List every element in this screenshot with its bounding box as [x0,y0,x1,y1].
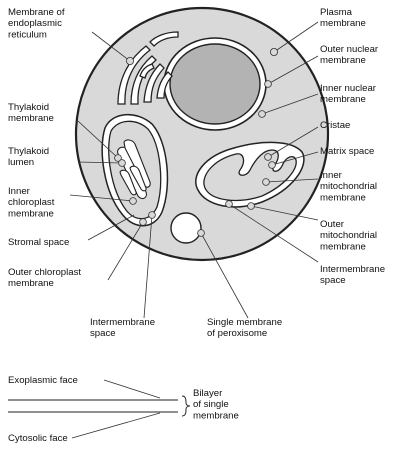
peroxisome [171,213,201,243]
label-exoplasmic-face: Exoplasmic face [8,375,78,386]
label-outer-nuclear-membrane-line: membrane [320,55,366,66]
label-cristae: Cristae [320,120,350,131]
label-outer-mitochondrial-membrane-line: Outer [320,219,345,230]
label-matrix-space-line: Matrix space [320,146,374,157]
label-exoplasmic-face-line: Exoplasmic face [8,375,78,386]
label-inner-chloroplast-membrane-line: membrane [8,208,54,219]
label-inner-mitochondrial-membrane-line: mitochondrial [320,181,377,192]
label-outer-chloroplast-membrane-line: Outer chloroplast [8,267,81,278]
label-inner-chloroplast-membrane-line: Inner [8,186,31,197]
label-intermembrane-space-right-line: space [320,275,346,286]
label-outer-chloroplast-membrane-line: membrane [8,278,54,289]
label-stromal-space: Stromal space [8,237,69,248]
label-intermembrane-space-left-line: Intermembrane [90,317,155,328]
label-plasma-membrane-line: membrane [320,18,366,29]
label-intermembrane-space-right-line: Intermembrane [320,264,385,275]
bilayer-brace [182,396,190,416]
label-inner-mitochondrial-membrane-line: membrane [320,192,366,203]
label-cytosolic-face: Cytosolic face [8,433,68,444]
label-thylakoid-membrane-line: membrane [8,113,54,124]
label-er-membrane-line: endoplasmic [8,18,62,29]
label-outer-nuclear-membrane-line: Outer nuclear [320,44,379,55]
label-single-membrane-peroxisome-line: Single membrane [207,317,282,328]
label-matrix-space: Matrix space [320,146,374,157]
label-plasma-membrane-line: Plasma [320,7,353,18]
label-thylakoid-lumen-line: lumen [8,157,34,168]
label-outer-mitochondrial-membrane-line: mitochondrial [320,230,377,241]
label-outer-mitochondrial-membrane-line: membrane [320,241,366,252]
label-bilayer-line: of single [193,399,229,410]
label-stromal-space-line: Stromal space [8,237,69,248]
label-bilayer-line: membrane [193,410,239,421]
label-intermembrane-space-left-line: space [90,328,116,339]
bilayer-schematic [8,380,190,438]
label-single-membrane-peroxisome-line: of peroxisome [207,328,267,339]
label-er-membrane-line: reticulum [8,29,47,40]
label-er-membrane-line: Membrane of [8,7,65,18]
label-inner-nuclear-membrane-line: Inner nuclear [320,83,377,94]
label-cristae-line: Cristae [320,120,350,131]
label-inner-mitochondrial-membrane-line: Inner [320,170,343,181]
label-thylakoid-membrane-line: Thylakoid [8,102,49,113]
label-inner-nuclear-membrane-line: membrane [320,94,366,105]
label-cytosolic-face-line: Cytosolic face [8,433,68,444]
label-inner-chloroplast-membrane-line: chloroplast [8,197,55,208]
nucleus-inner-membrane [170,44,260,124]
label-bilayer-line: Bilayer [193,388,223,399]
label-thylakoid-lumen-line: Thylakoid [8,146,49,157]
